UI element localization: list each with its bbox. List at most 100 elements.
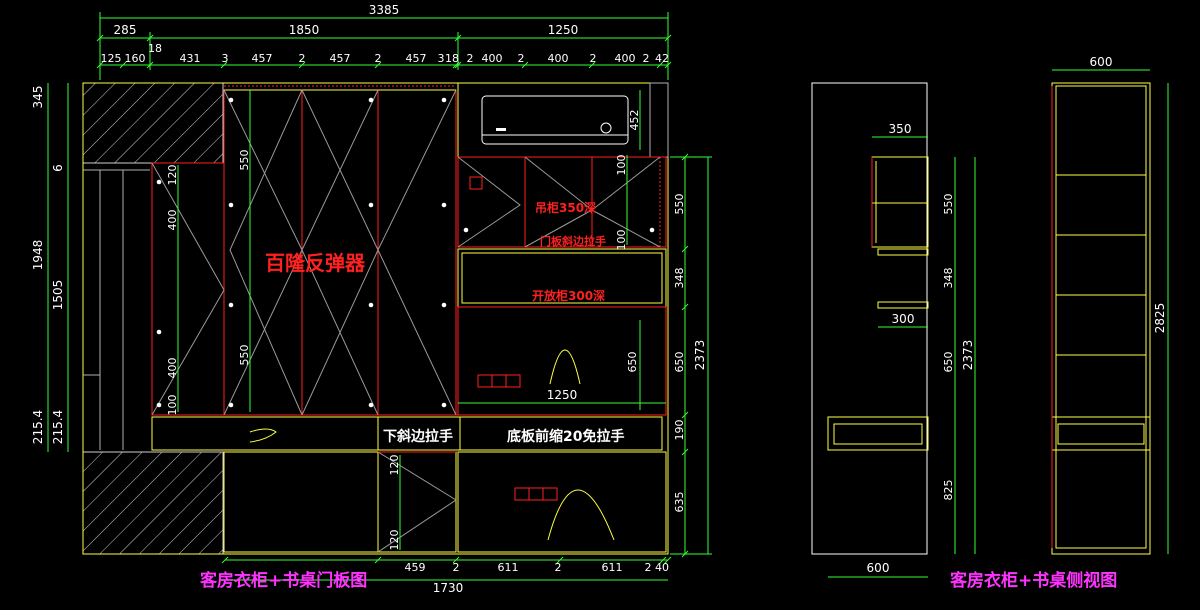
hinge-dot — [156, 329, 162, 335]
side-view-frame — [811, 82, 929, 555]
dimension-tick — [454, 61, 462, 69]
dimension-tick — [656, 61, 664, 69]
dimension-label: 42 — [655, 52, 669, 65]
dimension-label: 2373 — [961, 340, 975, 371]
dimension-label: 120 — [166, 165, 179, 186]
hinge-dot — [368, 97, 374, 103]
hinge-dot — [228, 302, 234, 308]
dimension-label: 120 — [388, 530, 401, 551]
dimension-label: 160 — [125, 52, 146, 65]
dimension-label: 550 — [238, 345, 251, 366]
dimension-label: 2 — [467, 52, 474, 65]
dimension-label: 2 — [643, 52, 650, 65]
dimension-label: 400 — [482, 52, 503, 65]
hinge-dot — [228, 202, 234, 208]
dimension-tick — [556, 556, 564, 564]
label-rebounder: 百隆反弹器 — [265, 251, 366, 275]
dimension-label: 2825 — [1153, 303, 1167, 334]
side-view-title: 客房衣柜+书桌侧视图 — [949, 570, 1117, 591]
wardrobe-side-frame — [1051, 82, 1151, 555]
front-view-frame — [82, 82, 669, 555]
dimension-tick — [452, 556, 460, 564]
dimension-tick — [374, 556, 382, 564]
hinge-dot — [228, 97, 234, 103]
hinge-dot — [156, 402, 162, 408]
dimension-tick — [664, 556, 672, 564]
dimension-label: 18 — [148, 42, 162, 55]
hinge-dot — [441, 202, 447, 208]
dimension-label: 3385 — [369, 3, 400, 17]
dimension-label: 457 — [252, 52, 273, 65]
handle-icons — [249, 349, 615, 541]
dimension-tick — [681, 448, 689, 456]
dimension-label: 550 — [942, 194, 955, 215]
dimension-label: 1730 — [433, 581, 464, 595]
dimension-label: 1850 — [289, 23, 320, 37]
dimension-label: 350 — [889, 122, 912, 136]
dimension-label: 635 — [673, 492, 686, 513]
dimension-label: 125 — [101, 52, 122, 65]
dimension-label: 600 — [867, 561, 890, 575]
dimension-tick — [588, 61, 596, 69]
dimension-tick — [220, 61, 228, 69]
dimension-label: 650 — [673, 352, 686, 373]
dimension-label: 40 — [655, 561, 669, 574]
dimension-tick — [96, 61, 104, 69]
hinge-dot — [441, 302, 447, 308]
dimension-tick — [374, 61, 382, 69]
dimension-tick — [664, 34, 672, 42]
dimension-label: 459 — [405, 561, 426, 574]
dimension-label: 1250 — [548, 23, 579, 37]
dimension-label: 2 — [518, 52, 525, 65]
dimension-label: 1505 — [51, 280, 65, 311]
dimension-tick — [452, 61, 460, 69]
dimension-label: 2 — [645, 561, 652, 574]
dimension-tick — [681, 153, 689, 161]
dimension-label: 100 — [615, 230, 628, 251]
dimension-label: 611 — [498, 561, 519, 574]
dimension-label: 100 — [166, 395, 179, 416]
dimension-label: 400 — [166, 358, 179, 379]
dimension-label: 348 — [673, 268, 686, 289]
dimension-label: 100 — [615, 155, 628, 176]
dimension-label: 457 — [330, 52, 351, 65]
dimension-label: 2 — [299, 52, 306, 65]
dimension-tick — [298, 61, 306, 69]
dimension-tick — [146, 34, 154, 42]
hinge-dot — [156, 179, 162, 185]
dimension-tick — [659, 556, 667, 564]
label-door-handle: 门板斜边拉手 — [540, 234, 606, 248]
dimension-tick — [664, 61, 672, 69]
dimension-tick — [146, 61, 154, 69]
dimension-label: 120 — [388, 455, 401, 476]
dimension-label: 650 — [942, 352, 955, 373]
hinge-dot — [368, 202, 374, 208]
front-view-title: 客房衣柜+书桌门板图 — [199, 570, 367, 591]
dimension-label: 452 — [628, 110, 641, 131]
dimension-label: 1948 — [31, 240, 45, 271]
dimension-label: 2373 — [693, 340, 707, 371]
label-lower-handle: 下斜边拉手 — [383, 428, 453, 445]
dimension-tick — [681, 245, 689, 253]
dimension-label: 190 — [673, 420, 686, 441]
air-conditioner-icon — [481, 95, 629, 145]
dimension-tick — [221, 556, 229, 564]
dimension-label: 285 — [114, 23, 137, 37]
dimension-label: 345 — [31, 86, 45, 109]
dimension-label: 600 — [1090, 55, 1113, 69]
hinge-dot — [441, 97, 447, 103]
dimension-tick — [681, 550, 689, 558]
dimension-label: 400 — [166, 210, 179, 231]
dimension-label: 2 — [555, 561, 562, 574]
dimension-label: 3 — [222, 52, 229, 65]
dimension-label: 300 — [892, 312, 915, 326]
dimension-tick — [681, 411, 689, 419]
wall-hatch — [82, 82, 224, 555]
dimension-label: 348 — [942, 268, 955, 289]
hinge-dot — [228, 402, 234, 408]
dimension-label: 6 — [51, 164, 65, 172]
dimension-label: 550 — [238, 150, 251, 171]
